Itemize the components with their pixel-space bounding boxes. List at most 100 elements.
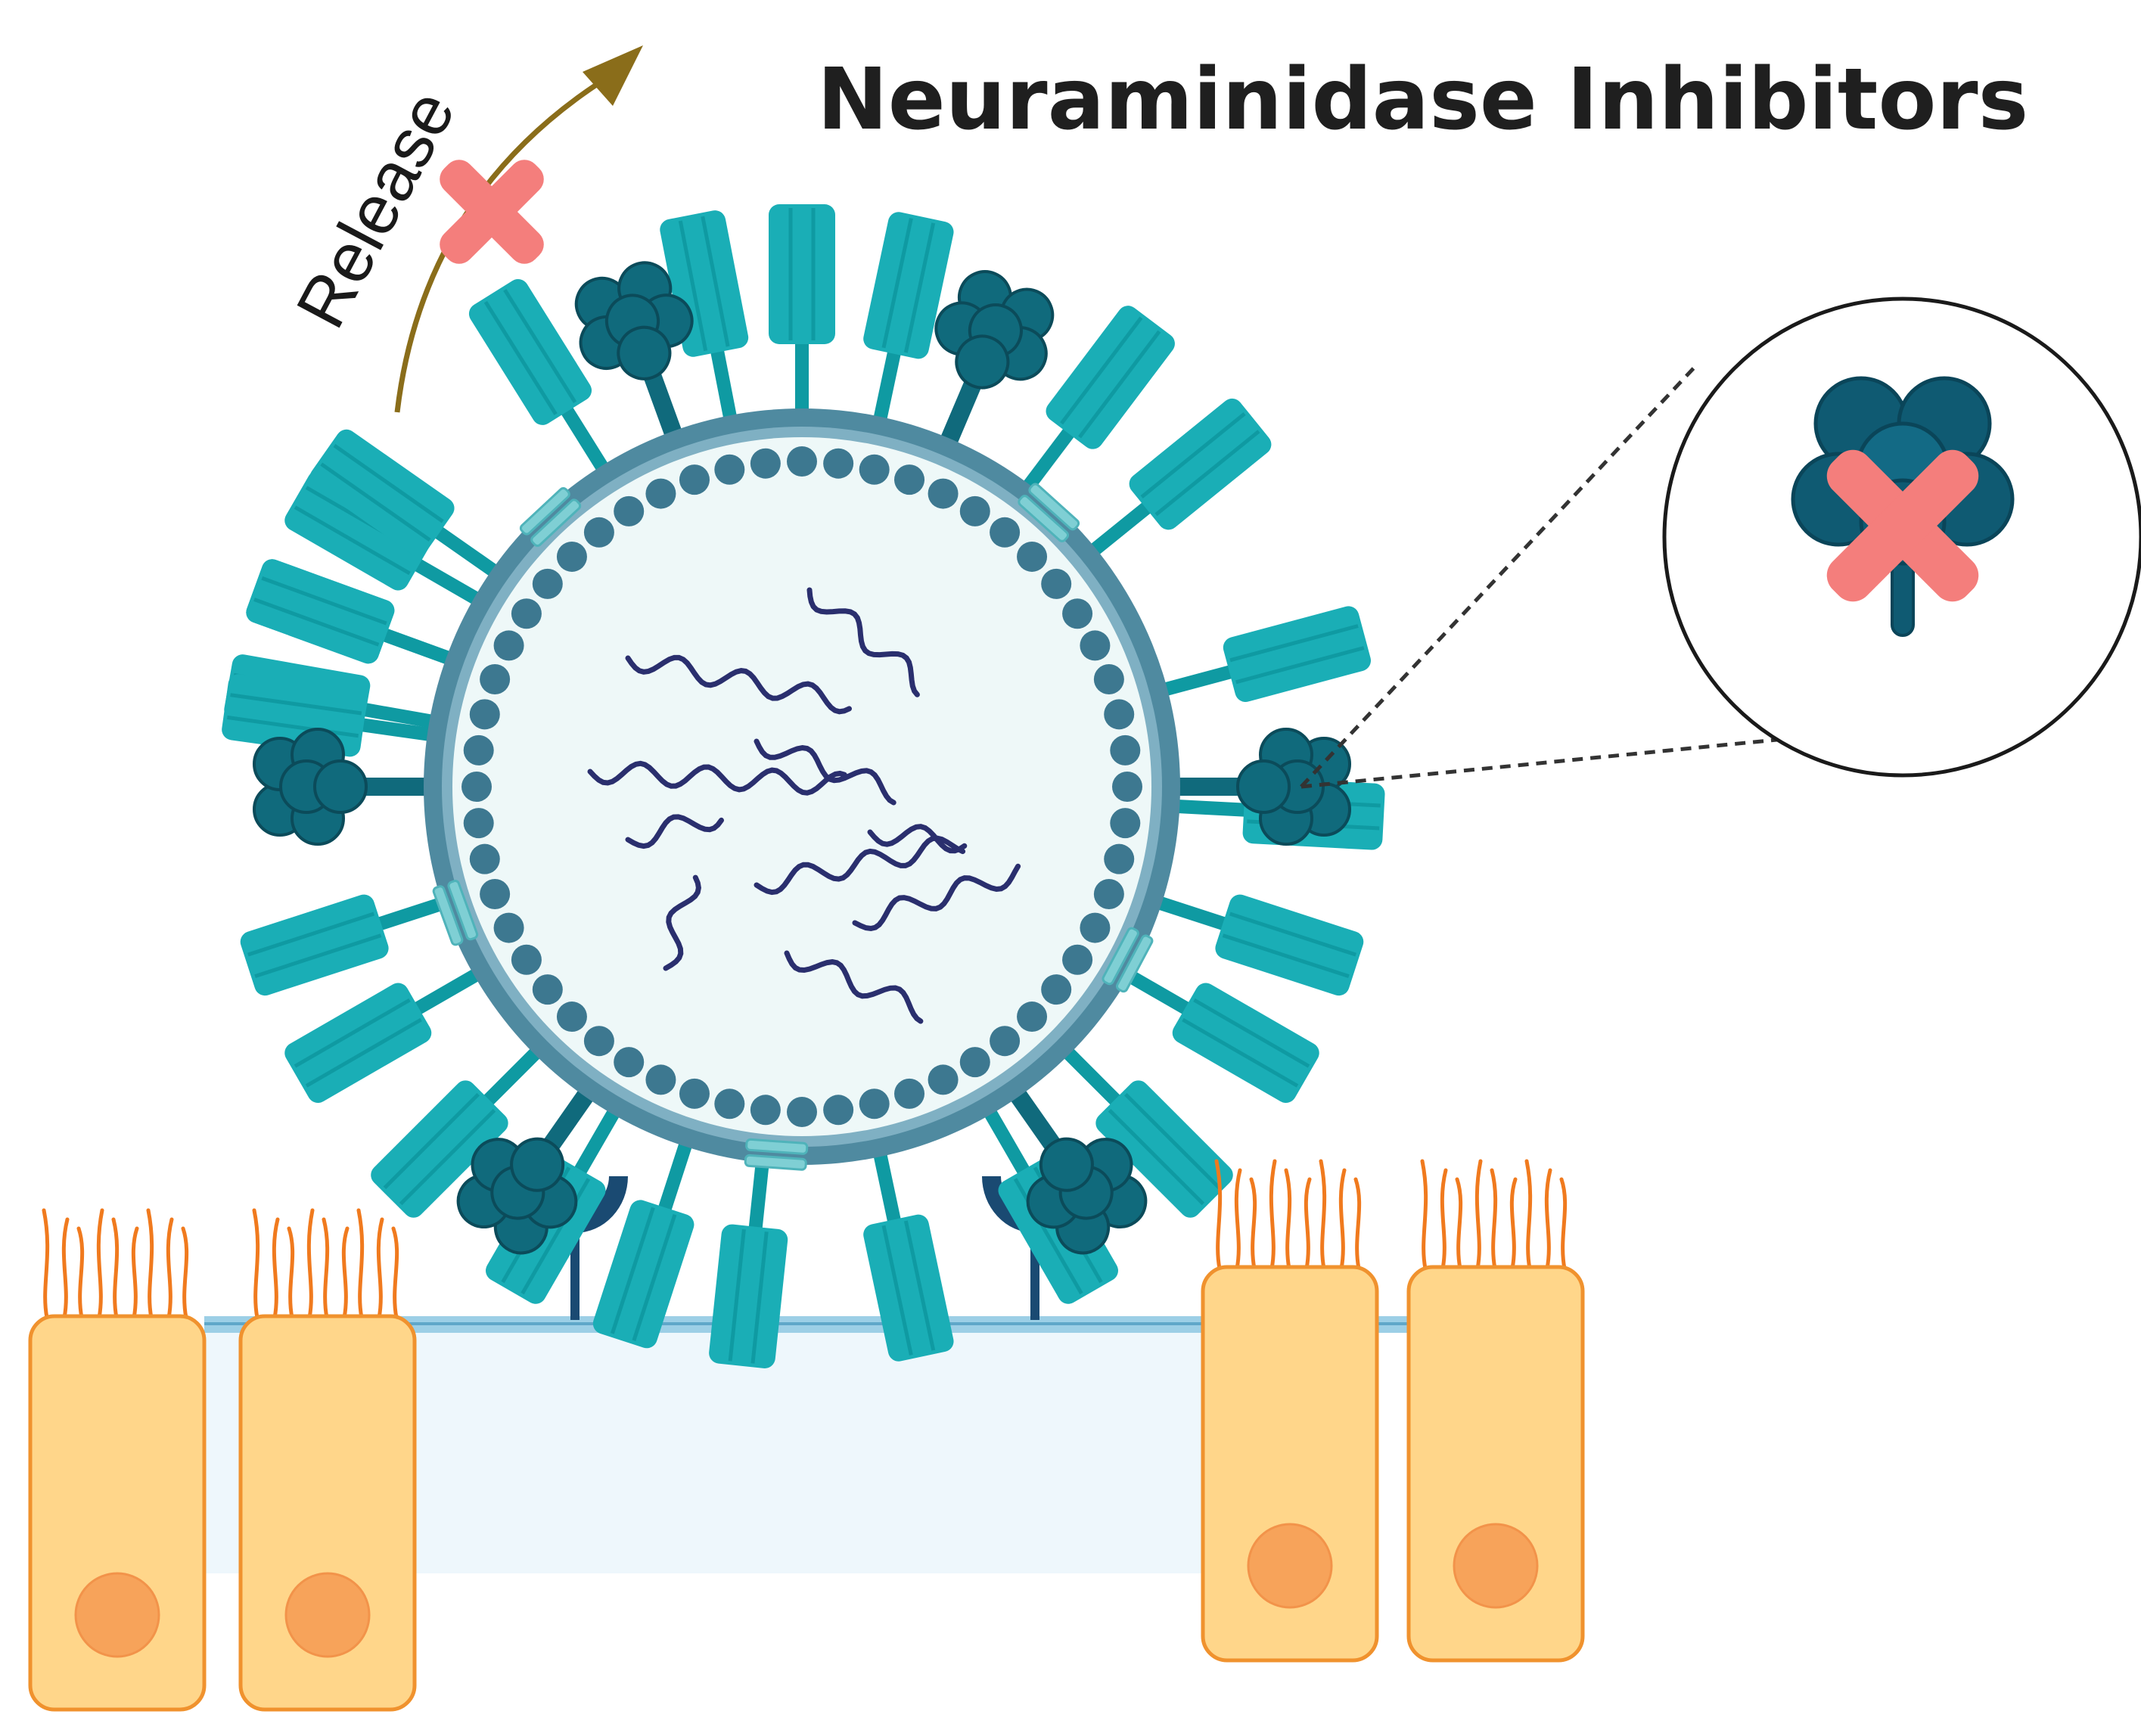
rna-strand <box>754 835 966 896</box>
matrix-dot <box>894 1078 925 1109</box>
matrix-dot <box>1041 974 1072 1005</box>
matrix-dot <box>1041 568 1072 599</box>
matrix-dot <box>1062 598 1093 629</box>
rna-strand <box>867 824 968 854</box>
hemagglutinin-icon <box>709 1147 788 1368</box>
hemagglutinin-icon <box>592 1129 697 1349</box>
matrix-dot <box>750 448 781 479</box>
inhibition-x-icon <box>440 160 544 264</box>
rna-strand <box>754 738 896 806</box>
hemagglutinin-icon <box>371 1039 550 1218</box>
neuraminidase-spike-icon <box>574 261 694 447</box>
surface-proteins <box>222 204 1385 1368</box>
rna-strand <box>852 863 1021 932</box>
hemagglutinin-icon <box>1054 1039 1233 1218</box>
inhibition-x-icon <box>1826 449 1979 602</box>
matrix-dot <box>511 598 542 629</box>
virion <box>424 408 1180 1165</box>
hemagglutinin-icon <box>284 962 491 1103</box>
matrix-dot <box>469 699 500 730</box>
matrix-dot <box>750 1095 781 1126</box>
m2-channel-icon <box>1018 483 1080 542</box>
m2-channel-icon <box>519 486 582 547</box>
diagram-title: Neuraminidase Inhibitors <box>817 51 2028 149</box>
m2-channel-icon <box>432 880 479 946</box>
matrix-dot <box>1062 944 1093 975</box>
matrix-dot <box>556 541 587 572</box>
matrix-dot <box>493 630 524 661</box>
matrix-dot <box>894 464 925 495</box>
matrix-dot <box>1080 912 1111 943</box>
rna-strand <box>625 654 852 715</box>
matrix-dot <box>679 1078 710 1109</box>
matrix-dot <box>1017 1002 1048 1033</box>
matrix-dot <box>928 1064 959 1095</box>
matrix-dot <box>1093 879 1124 910</box>
viral-interior <box>452 437 1151 1136</box>
epithelial-cell <box>1201 1159 1379 1663</box>
m2-channel-icon <box>744 1138 809 1171</box>
hemagglutinin-icon <box>1015 306 1175 502</box>
cell-nucleus <box>1453 1523 1539 1609</box>
matrix-dot <box>679 464 710 495</box>
epithelial-cell <box>1406 1159 1585 1663</box>
neuraminidase-spike-icon <box>934 270 1055 454</box>
hemagglutinin-icon <box>863 1140 954 1362</box>
matrix-dot <box>461 772 492 802</box>
zoom-line-top <box>1300 362 1700 788</box>
matrix-dot <box>859 454 890 485</box>
matrix-dot <box>614 495 645 526</box>
hemagglutinin-icon <box>468 278 616 483</box>
matrix-dot <box>787 1097 817 1127</box>
hemagglutinin-icon <box>1145 892 1364 996</box>
neuraminidase-spike-icon <box>253 728 439 846</box>
rna-strand <box>625 814 724 849</box>
matrix-dot <box>928 478 959 509</box>
matrix-dot <box>959 1047 990 1078</box>
matrix-dot <box>493 912 524 943</box>
viral-rna-segments <box>587 587 1021 1024</box>
matrix-dot <box>511 944 542 975</box>
matrix-dot <box>1093 663 1124 694</box>
matrix-dot <box>1110 734 1141 766</box>
hemagglutinin-icon <box>1080 398 1272 564</box>
matrix-dot <box>583 517 614 548</box>
matrix-dot <box>1080 630 1111 661</box>
matrix-dot <box>1112 772 1142 802</box>
matrix-dot <box>583 1026 614 1057</box>
matrix-dot <box>480 879 511 910</box>
matrix-dot <box>990 1026 1021 1057</box>
matrix-dot <box>469 843 500 874</box>
release-label: Release <box>282 78 471 340</box>
epithelial-cells <box>28 1159 1585 1712</box>
hemagglutinin-icon <box>240 892 459 996</box>
matrix-dot <box>823 1095 854 1126</box>
neuraminidase-spike-icon <box>1005 1082 1148 1255</box>
matrix-dot <box>1017 541 1048 572</box>
cell-nucleus <box>284 1572 371 1658</box>
matrix-dot <box>480 663 511 694</box>
matrix-dot <box>463 808 494 839</box>
matrix-dot <box>645 1064 676 1095</box>
matrix-dot <box>614 1047 645 1078</box>
matrix-dot <box>787 446 817 477</box>
epithelial-cell <box>238 1208 417 1712</box>
matrix-dot <box>990 517 1021 548</box>
hemagglutinin-icon <box>309 429 508 585</box>
rna-strand <box>587 760 847 796</box>
rna-strand <box>663 874 701 971</box>
matrix-protein-layer <box>461 446 1142 1127</box>
matrix-dot <box>823 448 854 479</box>
matrix-dot <box>714 1088 745 1120</box>
matrix-dot <box>645 478 676 509</box>
matrix-dot <box>556 1002 587 1033</box>
matrix-dot <box>1110 808 1141 839</box>
matrix-dot <box>532 568 563 599</box>
m2-ion-channels <box>432 483 1154 1171</box>
matrix-dot <box>714 454 745 485</box>
hemagglutinin-icon <box>1151 606 1372 702</box>
cell-nucleus <box>74 1572 160 1658</box>
m2-channel-icon <box>1102 927 1154 993</box>
cell-nucleus <box>1247 1523 1333 1609</box>
matrix-dot <box>463 734 494 766</box>
